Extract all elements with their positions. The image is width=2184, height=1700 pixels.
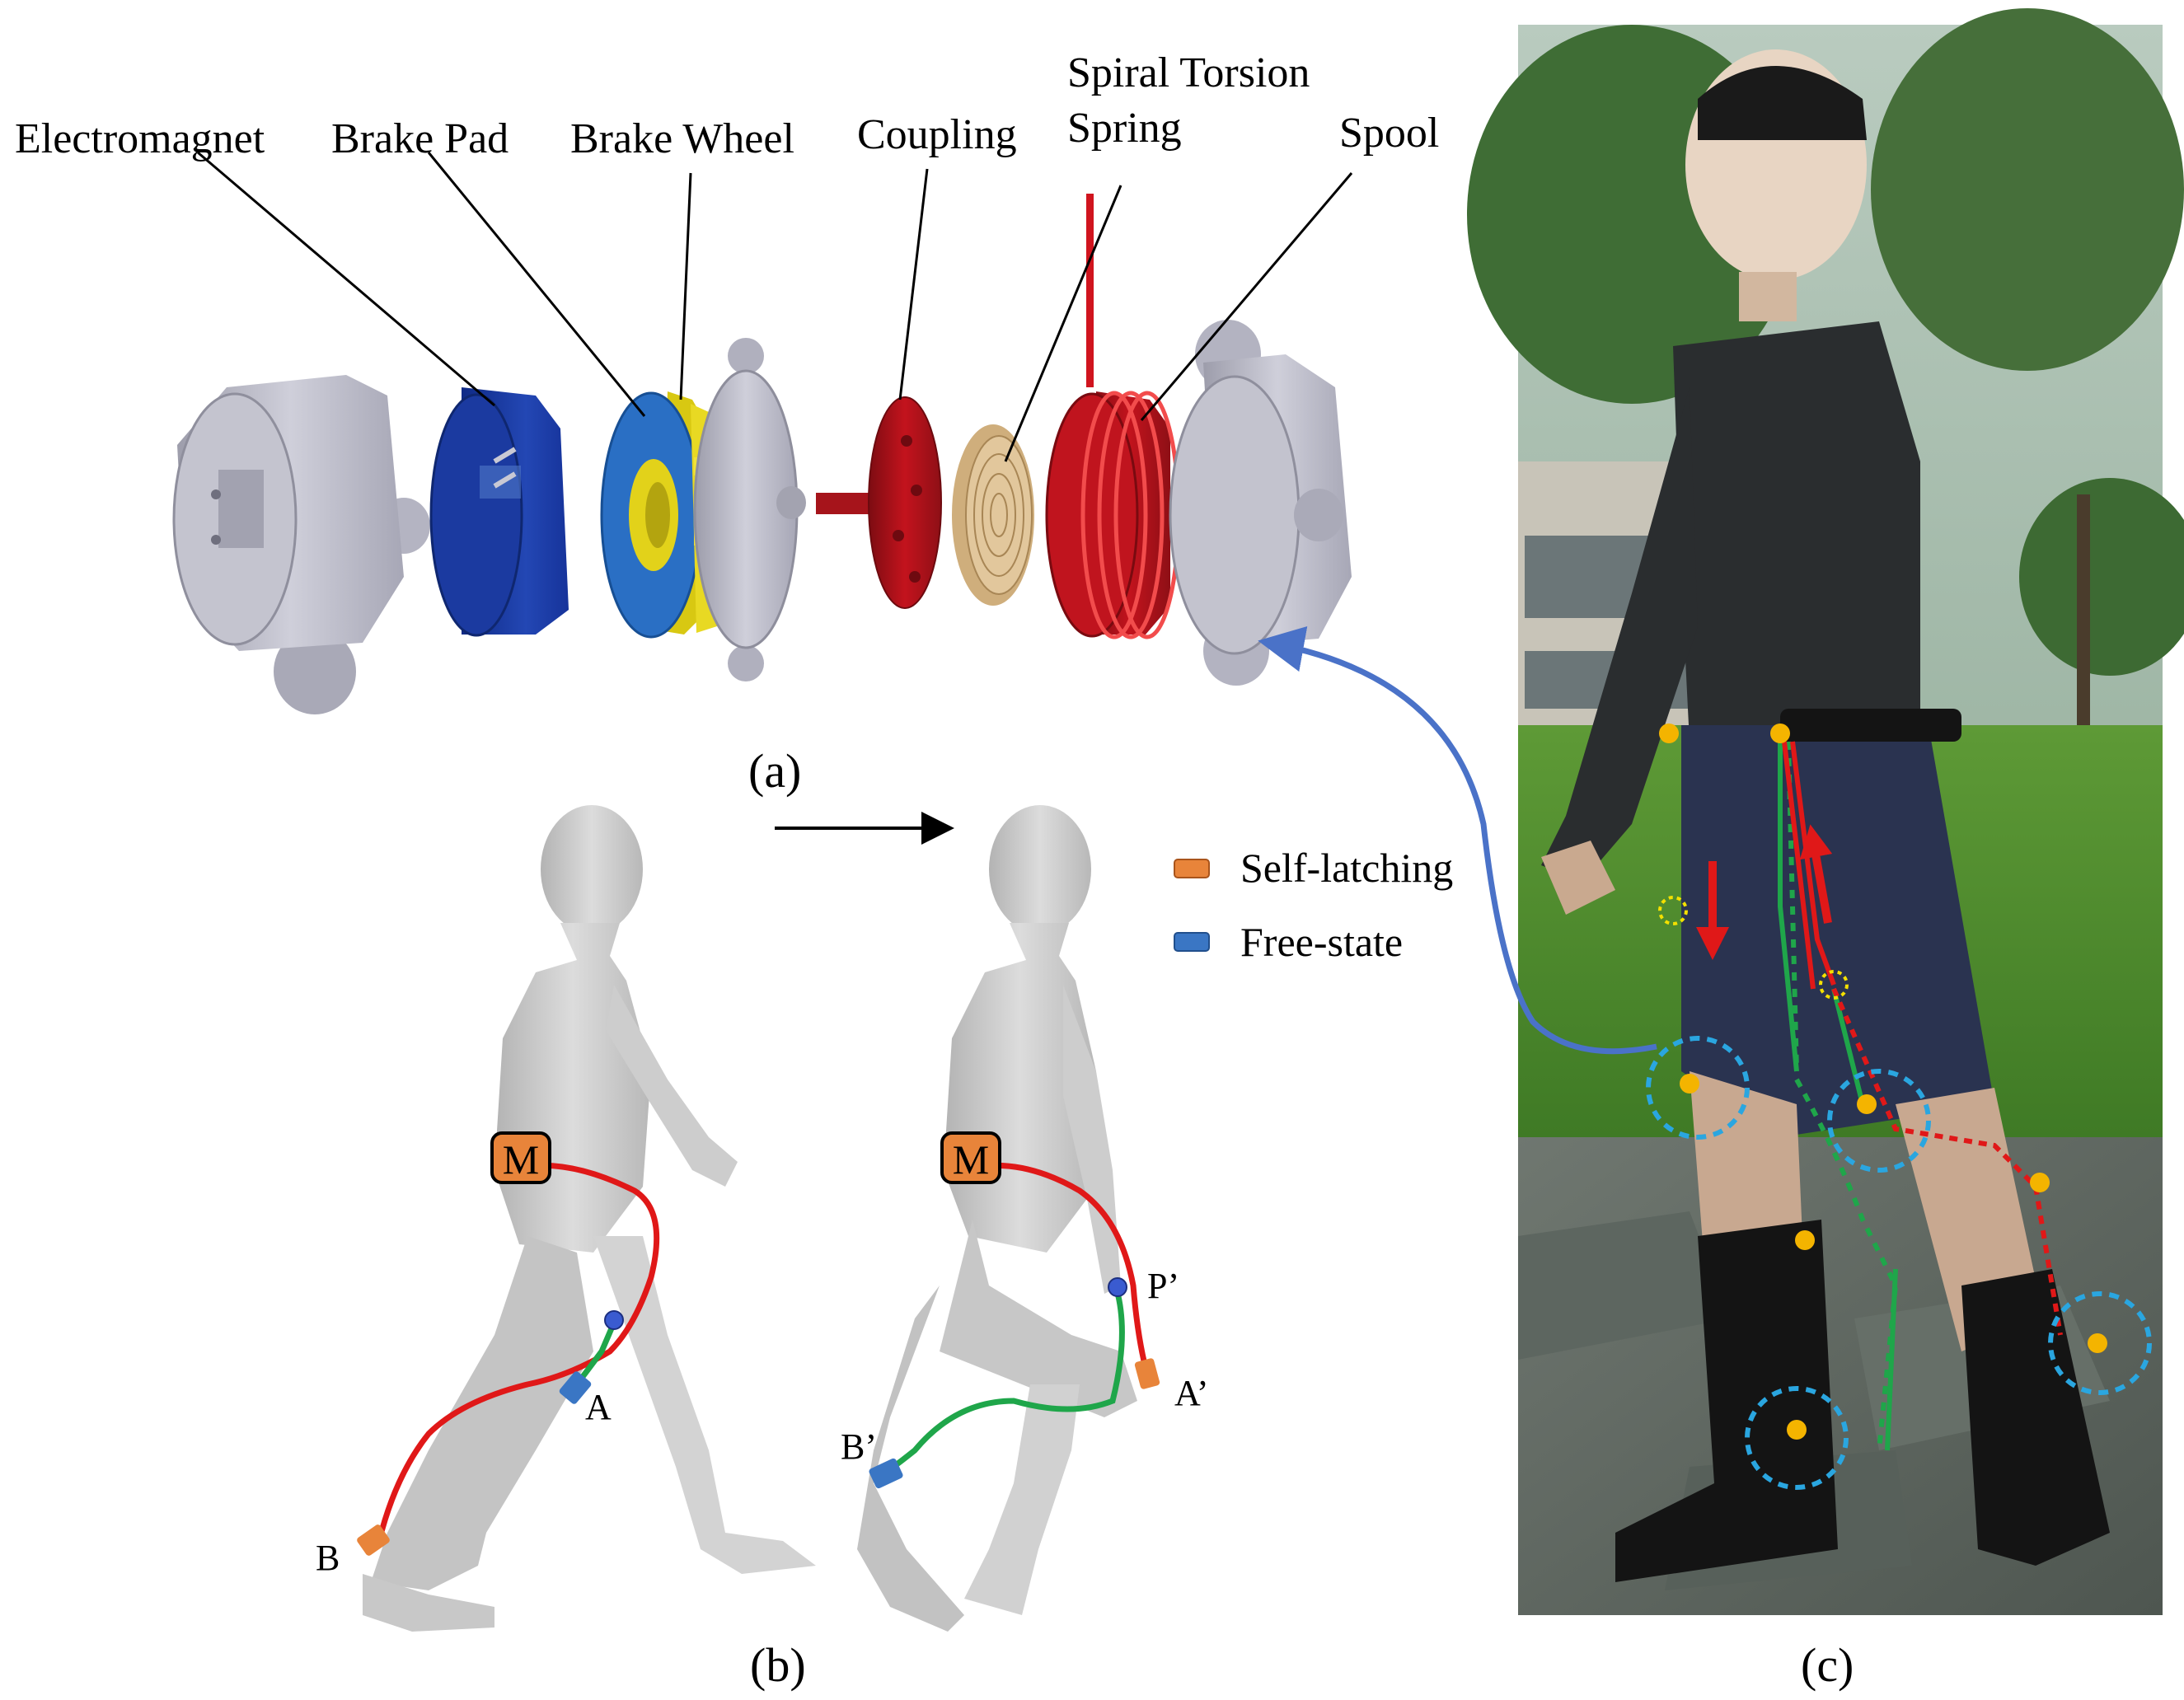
label-brake-pad: Brake Pad — [331, 115, 509, 162]
legend-label-free: Free-state — [1240, 919, 1403, 965]
label-coupling: Coupling — [857, 111, 1017, 158]
leader-brake-pad — [427, 152, 646, 417]
photo-cable-red-1 — [1790, 741, 1836, 986]
leader-spool — [1140, 172, 1353, 421]
leader-electromagnet — [197, 151, 495, 407]
panel-c: (c) — [1258, 8, 2184, 1692]
marker-2 — [1770, 724, 1790, 743]
cable-green-2 — [880, 1289, 1125, 1478]
label-brake-wheel: Brake Wheel — [570, 115, 794, 162]
legend-swatch-free — [1174, 932, 1210, 952]
caption-c: (c) — [1801, 1638, 1854, 1692]
photo-cable-green-dashed — [1794, 1078, 1899, 1451]
label-spiral-torsion: Spiral Torsion — [1067, 49, 1310, 96]
point-label-p-prime: P’ — [1147, 1266, 1179, 1306]
marker-6 — [1795, 1230, 1815, 1250]
marker-dash-2 — [1819, 970, 1849, 1000]
cable-red-2 — [984, 1162, 1149, 1369]
legend-label-latching: Self-latching — [1240, 845, 1453, 891]
right-housing — [1169, 320, 1352, 686]
panel-a: Electromagnet Brake Pad Brake Wheel Coup… — [15, 49, 1439, 798]
caption-a: (a) — [748, 744, 801, 798]
leader-coupling — [898, 168, 929, 400]
motor-label-2: M — [953, 1136, 989, 1183]
leader-spring — [1004, 185, 1122, 462]
label-spring: Spring — [1067, 105, 1182, 152]
photo-cable-green-3 — [1831, 988, 1865, 1105]
pulley-point-2 — [1108, 1277, 1127, 1297]
photo-cable-green-2 — [1885, 1268, 1898, 1451]
spool-part — [1045, 194, 1181, 639]
ring-4 — [2048, 1291, 2152, 1395]
anchor-b-prime-free — [869, 1458, 903, 1489]
point-label-a-prime: A’ — [1174, 1373, 1209, 1413]
marker-dash-1 — [1658, 896, 1688, 925]
electromagnet-part — [429, 387, 569, 637]
label-electromagnet: Electromagnet — [15, 115, 265, 162]
motor-box-1: M — [490, 1131, 551, 1184]
photo-arrow-up — [1799, 824, 1833, 924]
leader-brake-wheel — [679, 172, 692, 400]
point-label-b: B — [316, 1538, 340, 1578]
connector-arrow — [1258, 625, 1657, 1055]
photo-cable-red-2 — [1782, 741, 1816, 990]
marker-3 — [1680, 1074, 1699, 1094]
spring-part — [952, 424, 1034, 606]
motor-label-1: M — [503, 1136, 539, 1183]
photo-cable-green-1 — [1778, 742, 1799, 1072]
legend-swatch-latching — [1174, 859, 1210, 878]
legend: Self-latching Free-state — [1174, 845, 1453, 965]
ring-1 — [1646, 1036, 1750, 1140]
human-figure-1 — [363, 805, 816, 1632]
cable-red-1 — [376, 1162, 660, 1542]
motor-box-2: M — [940, 1131, 1001, 1184]
marker-5 — [2030, 1173, 2050, 1192]
marker-8 — [2088, 1333, 2107, 1353]
point-label-a: A — [585, 1387, 612, 1427]
ring-3 — [1745, 1386, 1849, 1490]
coupling-part — [816, 396, 942, 609]
anchor-b-latching — [357, 1524, 390, 1556]
anchor-a-free — [559, 1371, 592, 1404]
left-housing — [172, 375, 430, 714]
human-figure-2 — [857, 805, 1137, 1632]
point-label-b-prime: B’ — [841, 1426, 877, 1467]
label-spool: Spool — [1339, 110, 1439, 157]
anchor-a-prime-latching — [1134, 1358, 1160, 1389]
panel-b: M M A B P’ A’ B’ Self-latching Free-stat… — [316, 805, 1453, 1692]
pulley-point-1 — [604, 1310, 624, 1330]
ring-2 — [1827, 1069, 1931, 1173]
marker-7 — [1787, 1420, 1807, 1440]
cable-green-1 — [574, 1321, 617, 1387]
center-housing — [693, 338, 806, 681]
marker-4 — [1857, 1094, 1877, 1114]
caption-b: (b) — [750, 1638, 806, 1692]
photo-cable-red-dashed — [1831, 987, 2063, 1336]
marker-1 — [1659, 724, 1679, 743]
